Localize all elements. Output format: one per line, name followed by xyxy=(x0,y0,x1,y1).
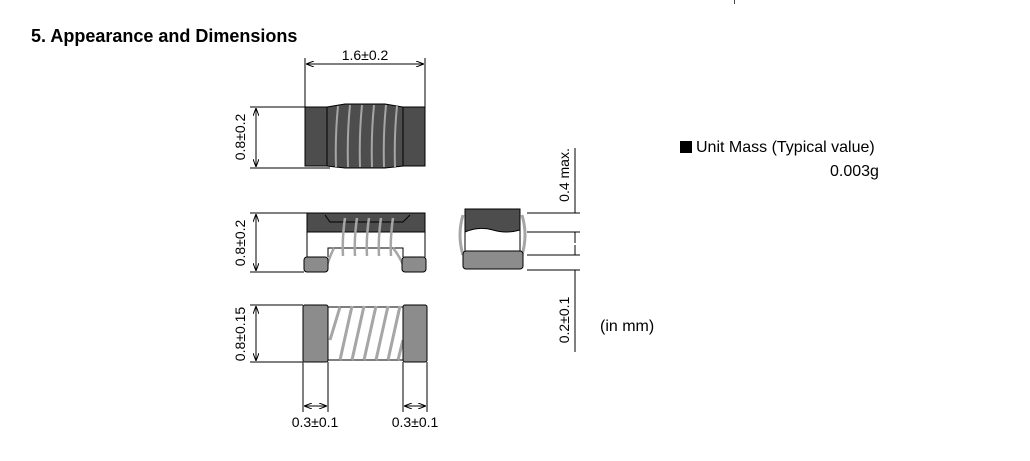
side-view: 0.4 max. 0.2±0.1 xyxy=(458,148,580,352)
wire-clearance-dimension: 0.4 max. xyxy=(556,148,572,202)
square-bullet-icon xyxy=(680,141,692,153)
electrode-thickness-dimension: 0.2±0.1 xyxy=(556,296,572,343)
front-view: 0.8±0.2 xyxy=(232,212,427,273)
height-dimension-top: 0.8±0.2 xyxy=(232,113,248,160)
bottom-view: 0.8±0.15 0.3±0.1 0.3±0.1 xyxy=(232,304,439,430)
electrode-right-dimension: 0.3±0.1 xyxy=(392,414,439,430)
section-title: 5. Appearance and Dimensions xyxy=(31,26,298,46)
top-view: 1.6±0.2 0.8±0.2 xyxy=(232,47,426,169)
unit-mass-value: 0.003g xyxy=(830,163,879,180)
unit-mass-text: Unit Mass (Typical value) xyxy=(696,139,875,156)
top-edge-mark xyxy=(734,0,735,4)
length-dimension: 1.6±0.2 xyxy=(342,47,389,63)
units-note: (in mm) xyxy=(600,318,655,335)
height-dimension-front: 0.8±0.2 xyxy=(232,219,248,266)
unit-mass-label: Unit Mass (Typical value) xyxy=(680,139,875,157)
width-dimension-bottom: 0.8±0.15 xyxy=(232,307,248,362)
electrode-left-dimension: 0.3±0.1 xyxy=(292,414,339,430)
